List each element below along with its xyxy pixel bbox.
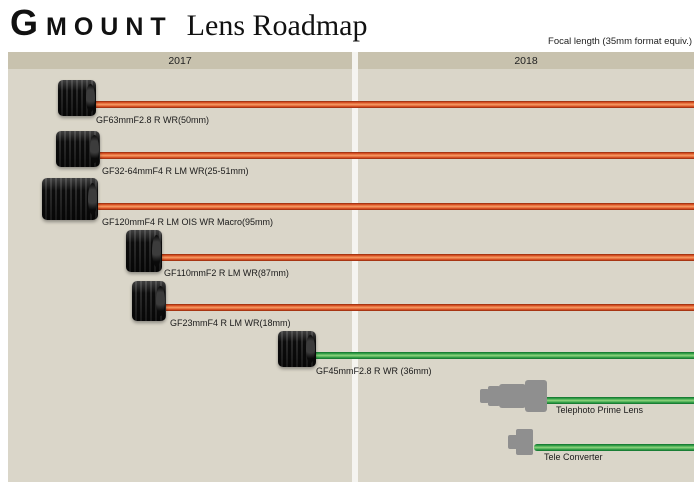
lens-label-gf45: GF45mmF2.8 R WR (36mm) [316,366,432,376]
lens-label-gf110: GF110mmF2 R LM WR(87mm) [164,268,289,278]
lens-photo-gf120-icon [42,178,98,220]
lens-label-gf63: GF63mmF2.8 R WR(50mm) [96,115,210,125]
year-header-2018: 2018 [358,52,694,69]
lens-label-tele-converter: Tele Converter [544,452,603,462]
telephoto-prime-silhouette-icon [480,379,548,413]
timeline-bar-gf110 [158,254,694,261]
lens-photo-gf32-64-icon [56,131,100,167]
timeline-bar-gf32-64 [92,152,694,159]
year-divider [352,52,358,482]
lens-photo-gf23-icon [132,281,166,321]
year-header-2017: 2017 [8,52,352,69]
lens-photo-gf63-icon [58,80,96,116]
timeline-bar-gf45 [310,352,694,359]
lens-label-gf23: GF23mmF4 R LM WR(18mm) [170,318,291,328]
year-label-2017: 2017 [168,54,192,67]
roadmap-chart: 2017 2018 GF63mmF2.8 R WR(50mm) GF32-64m… [8,52,694,482]
tele-converter-silhouette-icon [506,426,538,458]
brand-logo-g: G [10,2,41,43]
timeline-bar-telephoto-prime [544,397,694,404]
timeline-bar-gf120 [96,203,694,210]
lens-label-telephoto-prime: Telephoto Prime Lens [556,405,644,415]
page-title-text: Lens Roadmap [186,9,368,42]
timeline-bar-gf63 [86,101,694,108]
timeline-bar-tele-converter [534,444,694,451]
timeline-bar-gf23 [162,304,694,311]
year-label-2018: 2018 [514,54,538,67]
lens-label-gf32-64: GF32-64mmF4 R LM WR(25-51mm) [102,166,249,176]
lens-photo-gf110-icon [126,230,162,272]
brand-logo-mount: MOUNT [46,13,173,41]
lens-label-gf120: GF120mmF4 R LM OIS WR Macro(95mm) [102,217,274,227]
lens-photo-gf45-icon [278,331,316,367]
focal-length-note: Focal length (35mm format equiv.) [548,36,692,47]
